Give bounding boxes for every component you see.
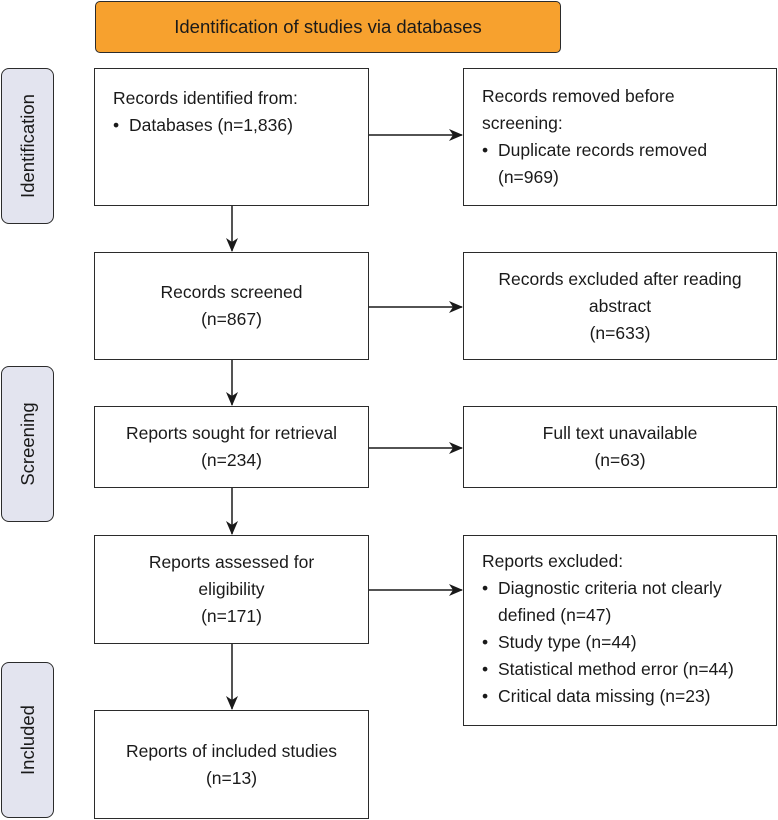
reports-excluded-statistical: Statistical method error (n=44) <box>498 659 734 679</box>
box-included-studies: Reports of included studies (n=13) <box>94 710 369 819</box>
records-identified-databases: Databases (n=1,836) <box>129 115 293 135</box>
header-identification-of-studies: Identification of studies via databases <box>95 1 561 53</box>
box-records-identified: Records identified from: • Databases (n=… <box>94 68 369 206</box>
box-reports-assessed: Reports assessed for eligibility (n=171) <box>94 535 369 644</box>
box-records-excluded: Records excluded after reading abstract … <box>463 252 777 360</box>
full-text-unavailable-label: Full text unavailable <box>542 423 698 443</box>
records-excluded-label-1: Records excluded after reading <box>498 268 742 289</box>
reports-excluded-data-missing: Critical data missing (n=23) <box>498 686 711 706</box>
header-title: Identification of studies via databases <box>174 16 482 37</box>
reports-excluded-item: • Diagnostic criteria not clearly <box>482 575 766 602</box>
box-reports-excluded: Reports excluded: • Diagnostic criteria … <box>463 535 777 726</box>
records-removed-duplicates: Duplicate records removed <box>498 140 708 160</box>
bullet-marker: • <box>482 659 489 679</box>
phase-screening: Screening <box>1 366 54 522</box>
reports-sought-label: Reports sought for retrieval <box>125 423 338 443</box>
box-full-text-unavailable: Full text unavailable (n=63) <box>463 406 777 488</box>
records-excluded-label-2: abstract <box>588 295 652 316</box>
records-screened-label: Records screened <box>160 282 303 302</box>
bullet-marker: • <box>482 686 489 706</box>
box-records-removed: Records removed before screening: • Dupl… <box>463 68 777 206</box>
reports-excluded-item: • Statistical method error (n=44) <box>482 656 766 683</box>
phase-identification: Identification <box>1 68 54 224</box>
reports-excluded-item: • Critical data missing (n=23) <box>482 683 766 710</box>
records-identified-bullet: • Databases (n=1,836) <box>113 112 358 139</box>
reports-excluded-item: • Study type (n=44) <box>482 629 766 656</box>
reports-excluded-study-type: Study type (n=44) <box>498 632 637 652</box>
reports-assessed-count: (n=171) <box>201 606 262 626</box>
included-studies-label: Reports of included studies <box>125 740 338 761</box>
bullet-marker: • <box>482 632 489 652</box>
records-excluded-count: (n=633) <box>589 322 651 343</box>
records-removed-title-2: screening: <box>482 113 563 133</box>
bullet-marker: • <box>482 578 489 598</box>
included-studies-count: (n=13) <box>205 767 258 788</box>
records-removed-bullet: • Duplicate records removed <box>482 137 766 164</box>
reports-excluded-diagnostic-2: defined (n=47) <box>498 605 612 625</box>
records-screened-count: (n=867) <box>201 309 262 329</box>
box-records-screened: Records screened (n=867) <box>94 252 369 360</box>
reports-assessed-label-1: Reports assessed for <box>148 552 315 572</box>
box-reports-sought: Reports sought for retrieval (n=234) <box>94 406 369 488</box>
phase-included: Included <box>1 662 54 818</box>
reports-excluded-title: Reports excluded: <box>482 551 624 571</box>
full-text-unavailable-count: (n=63) <box>594 450 646 470</box>
reports-assessed-label-2: eligibility <box>198 579 265 599</box>
records-removed-count: (n=969) <box>498 167 559 187</box>
reports-excluded-diagnostic-1: Diagnostic criteria not clearly <box>498 578 722 598</box>
records-identified-title: Records identified from: <box>113 88 298 108</box>
records-removed-bullet-cont: (n=969) <box>482 164 766 191</box>
records-removed-title-1: Records removed before <box>482 86 675 106</box>
reports-sought-count: (n=234) <box>201 450 262 470</box>
bullet-marker: • <box>482 140 489 160</box>
reports-excluded-item-cont: defined (n=47) <box>482 602 766 629</box>
bullet-marker: • <box>113 115 120 135</box>
